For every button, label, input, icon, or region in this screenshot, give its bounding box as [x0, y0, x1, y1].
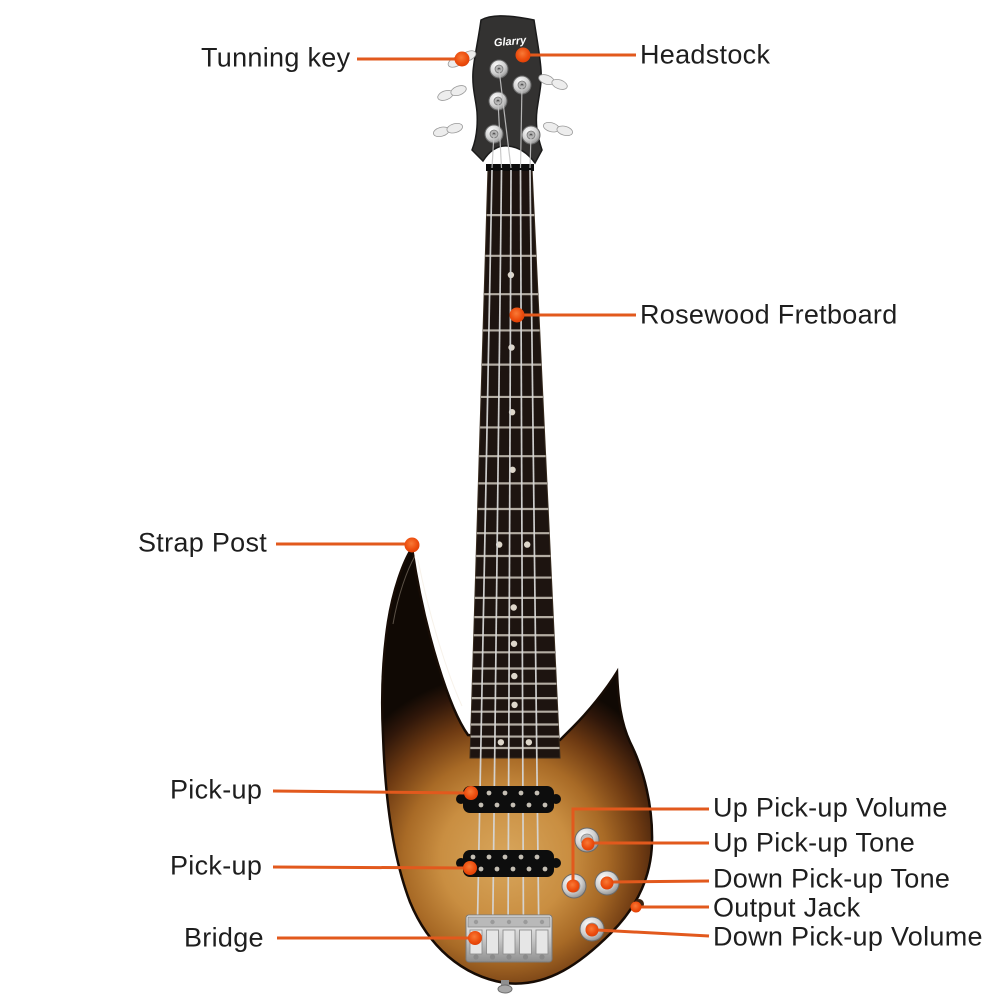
label-up-pickup-volume: Up Pick-up Volume: [713, 792, 948, 823]
label-pickup-bridge: Pick-up: [170, 850, 263, 881]
label-up-pickup-tone: Up Pick-up Tone: [713, 827, 916, 858]
callout-line-up-pickup-volume: [571, 807, 709, 880]
callout-dot-output-jack: [630, 901, 642, 913]
callout-dot-up-pickup-volume: [566, 879, 580, 893]
callout-line-pickup-neck: [272, 789, 468, 795]
label-down-pickup-tone: Down Pick-up Tone: [713, 863, 951, 894]
brand-logo: Glarry: [493, 35, 527, 50]
callout-line-pickup-bridge: [272, 865, 467, 870]
strings: [476, 68, 540, 948]
headstock-shape: Glarry: [433, 15, 573, 165]
neck-fretboard: [469, 164, 561, 759]
label-bridge: Bridge: [184, 922, 264, 953]
callout-dot-tunning-key: [454, 51, 470, 67]
callout-line-down-pickup-tone: [611, 879, 710, 884]
label-headstock: Headstock: [640, 39, 771, 70]
callout-dot-headstock: [515, 47, 531, 63]
label-rosewood-fretboard: Rosewood Fretboard: [640, 299, 898, 330]
callout-dot-bridge: [468, 931, 482, 945]
bottom-strap-pin: [497, 980, 513, 994]
callout-line-down-pickup-volume: [596, 928, 710, 938]
callout-dot-rosewood-fretboard: [509, 307, 525, 323]
callout-dot-strap-post: [404, 537, 420, 553]
callout-dot-down-pickup-tone: [600, 876, 614, 890]
callout-dot-pickup-neck: [464, 786, 478, 800]
label-pickup-neck: Pick-up: [170, 774, 263, 805]
callout-dot-pickup-bridge: [463, 861, 477, 875]
label-tunning-key: Tunning key: [201, 42, 351, 73]
nut: [486, 164, 534, 171]
label-down-pickup-volume: Down Pick-up Volume: [713, 921, 983, 952]
pickup-bridge-hardware: [456, 850, 561, 877]
callout-dot-up-pickup-tone: [581, 837, 595, 851]
label-output-jack: Output Jack: [713, 892, 861, 923]
callout-dot-down-pickup-volume: [585, 923, 599, 937]
label-strap-post: Strap Post: [138, 527, 268, 558]
